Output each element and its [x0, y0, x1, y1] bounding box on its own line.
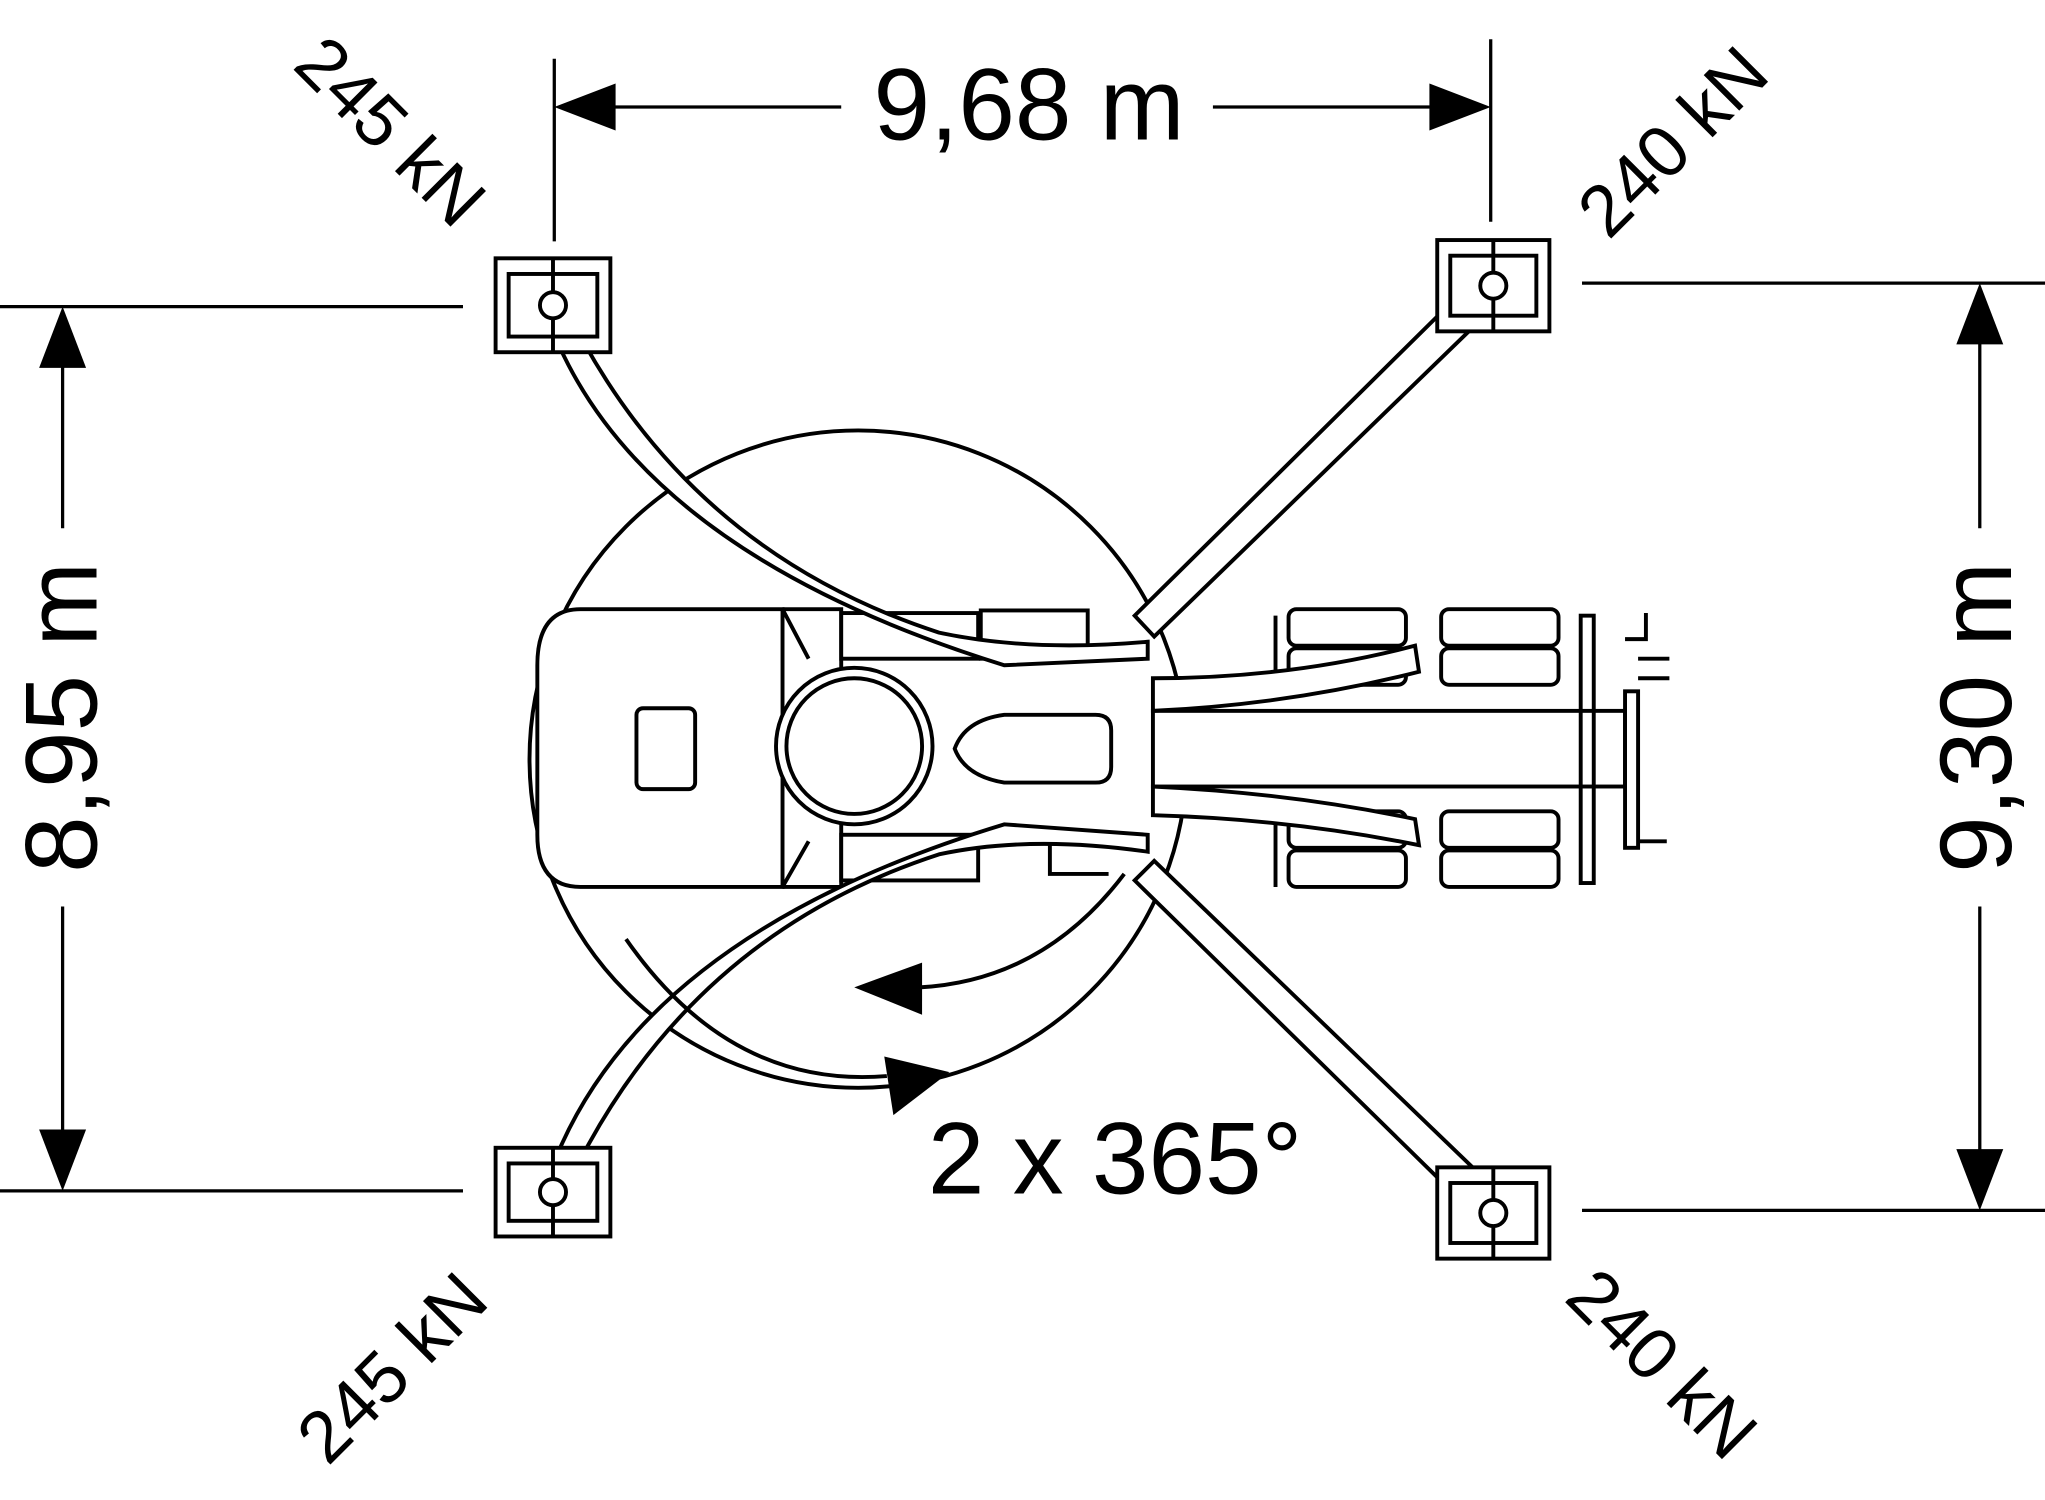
rotation-arrow-icon: [884, 1056, 950, 1116]
load-bottom-right: 240 kN: [1551, 1254, 1772, 1475]
arrow-right-icon: [1429, 83, 1491, 131]
arrow-up-icon: [39, 306, 87, 368]
arrow-left-icon: [554, 83, 616, 131]
load-top-left: 245 kN: [280, 21, 501, 242]
cab-window: [634, 706, 698, 792]
load-top-right: 240 kN: [1563, 32, 1784, 253]
left-length-label: 8,95 m: [5, 562, 119, 873]
arrow-down-icon: [1956, 1149, 2004, 1211]
boom-base: [952, 712, 1114, 785]
width-dimension: 9,68 m: [552, 39, 1493, 242]
load-bottom-left: 245 kN: [282, 1258, 503, 1479]
rotation-label: 2 x 365°: [928, 1101, 1302, 1215]
arrow-up-icon: [1956, 283, 2004, 345]
pad-bottom-left: [493, 1145, 613, 1239]
pad-bottom-right: [1435, 1165, 1552, 1261]
rotation-indicator: 2 x 365°: [624, 872, 1302, 1215]
arrow-down-icon: [39, 1129, 87, 1191]
rotation-arrow-icon: [854, 962, 923, 1015]
undercarriage: [1150, 607, 1670, 889]
right-length-dimension: 9,30 m: [1582, 281, 2045, 1213]
pad-top-left: [493, 256, 613, 355]
width-label: 9,68 m: [874, 48, 1185, 162]
right-length-label: 9,30 m: [1919, 562, 2033, 873]
pad-top-right: [1435, 238, 1552, 334]
outrigger-top-left: [542, 294, 1150, 668]
track-top: [1273, 607, 1561, 698]
left-length-dimension: 8,95 m: [0, 304, 463, 1193]
